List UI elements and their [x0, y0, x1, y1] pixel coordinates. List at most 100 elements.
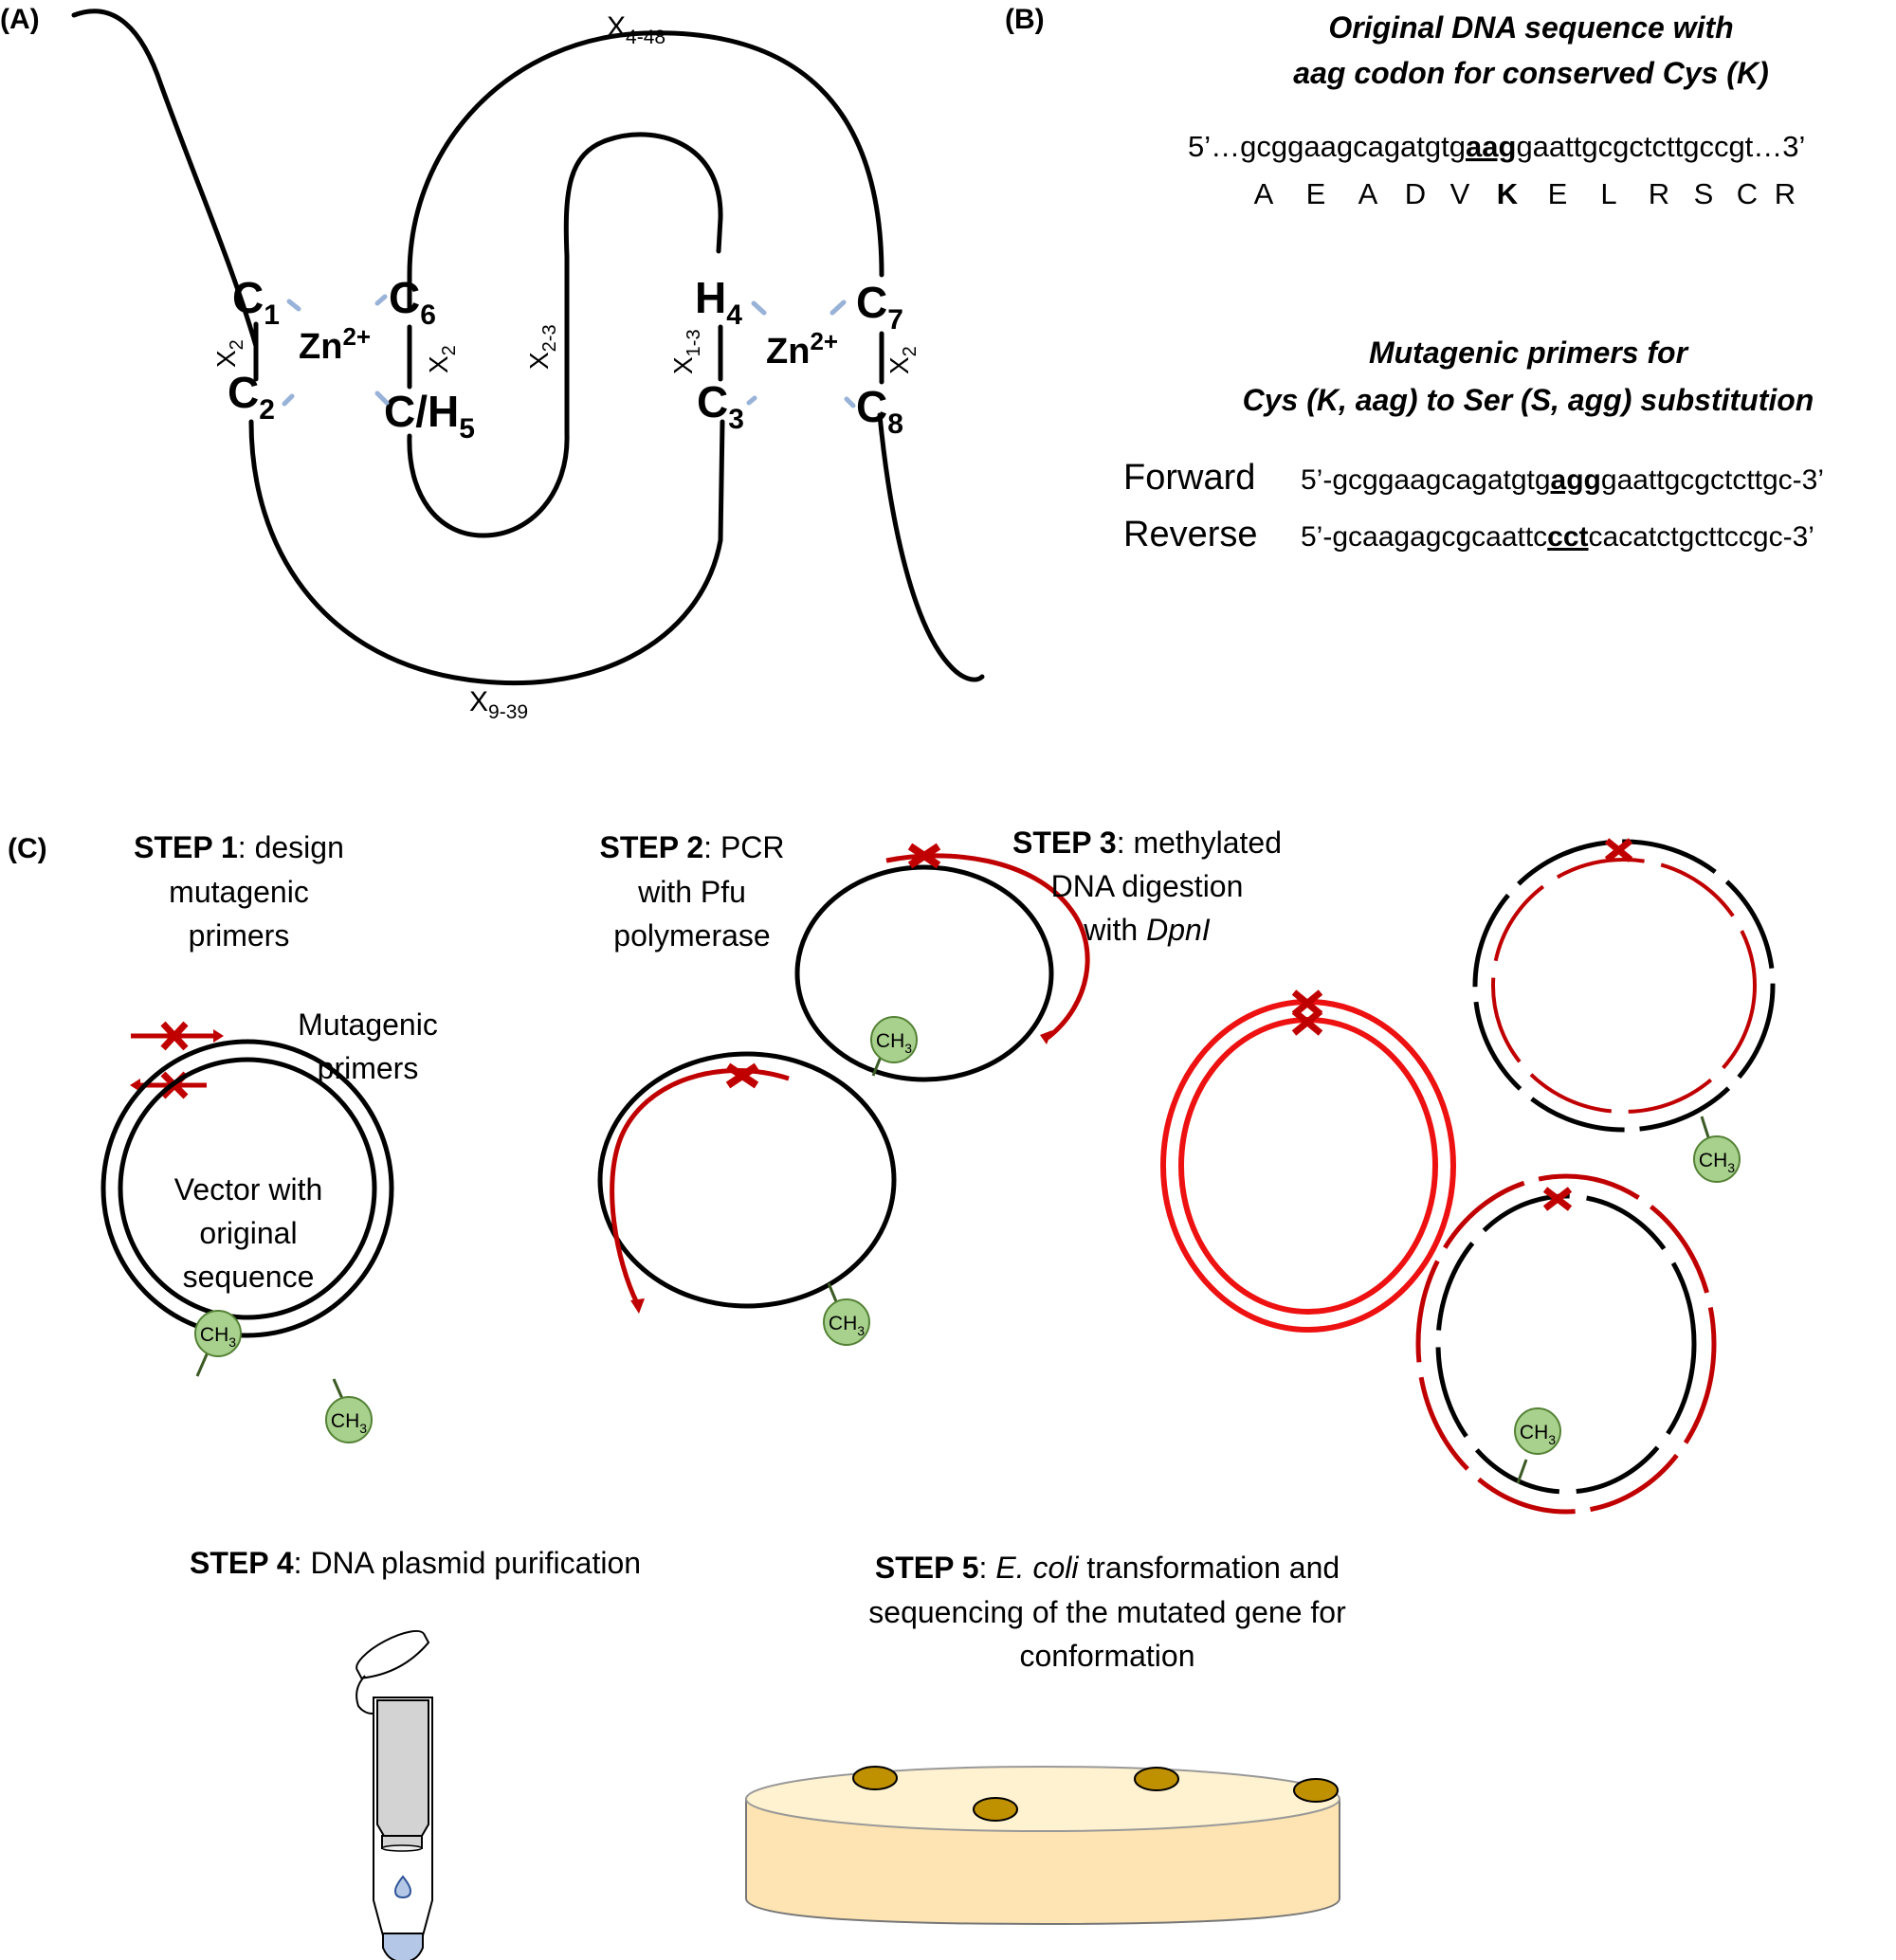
step-4: STEP 4: DNA plasmid purification: [190, 1546, 641, 1960]
spacer-x2-right: X2: [884, 346, 921, 374]
panel-b-label: (B): [1005, 4, 1045, 35]
colony-icon: [852, 1766, 898, 1790]
panel-a-label: (A): [0, 4, 40, 35]
step-4-title: STEP 4: DNA plasmid purification: [190, 1546, 641, 1580]
colony-icon: [973, 1797, 1018, 1822]
digested-template-inner: [1435, 1193, 1697, 1495]
residue-c3: C3: [697, 377, 744, 435]
vector-label-2: original: [199, 1216, 297, 1250]
svg-text:CH3: CH3: [1520, 1422, 1556, 1447]
methyl-group-icon: CH3: [194, 1310, 242, 1377]
svg-text:C3: C3: [697, 377, 744, 435]
spacer-x2-3: X2-3: [524, 324, 560, 370]
svg-text:X2: X2: [424, 345, 460, 373]
vector-label-3: sequence: [183, 1260, 315, 1294]
hairpin-x2-3: [407, 132, 723, 538]
residue-c8: C8: [856, 382, 903, 440]
amino-acid: C: [1737, 177, 1758, 210]
spacer-x2-middle: X2: [424, 345, 460, 373]
svg-text:X2: X2: [884, 346, 921, 374]
panel-c-label: (C): [8, 833, 47, 864]
step-3-line-3: with DpnI: [1083, 913, 1211, 947]
mutation-mark-icon: [1542, 1187, 1573, 1211]
step-2: STEP 2: PCR with Pfu polymerase CH3 CH3: [597, 830, 1090, 1346]
step-2-line-3: polymerase: [613, 918, 770, 953]
original-dna-sequence: 5’…gcggaagcagatgtgaaggaattgcgctcttgccgt……: [1188, 130, 1805, 163]
template-plasmid-top: [794, 864, 1054, 1082]
svg-text:C8: C8: [856, 382, 903, 440]
svg-text:C2: C2: [228, 368, 275, 426]
forward-mutant-codon: agg: [1551, 464, 1601, 496]
reverse-primer-sequence: 5’-gcaagagcgcaattccctcacatctgcttccgc-3’: [1301, 521, 1814, 553]
amino-acid: E: [1548, 177, 1568, 210]
template-plasmid-bottom: [597, 1051, 897, 1309]
new-strand-arc-bottom: [610, 1068, 790, 1305]
svg-text:CH3: CH3: [829, 1313, 865, 1338]
spacer-x9-39: X9-39: [469, 686, 528, 723]
vector-outer-strand: [100, 1039, 394, 1338]
panel-c: (C) STEP 1: design mutagenic primers Mut…: [8, 826, 1776, 1960]
forward-primer-sequence: 5’-gcggaagcagatgtgagggaattgcgctcttgc-3’: [1301, 464, 1824, 496]
reverse-primer-label: Reverse: [1123, 515, 1258, 554]
svg-text:C1: C1: [232, 273, 280, 331]
vector-inner-strand: [118, 1057, 377, 1320]
svg-text:CH3: CH3: [1699, 1150, 1735, 1175]
svg-text:H4: H4: [695, 273, 742, 331]
step-5-line-2: sequencing of the mutated gene for: [868, 1595, 1346, 1629]
backbone-n-terminus: [71, 9, 259, 349]
digested-template-outer: [1472, 839, 1776, 1133]
original-seq-title-1: Original DNA sequence with: [1328, 10, 1733, 45]
residue-c7: C7: [856, 278, 903, 336]
mutated-plasmid-outer-strand: [1160, 999, 1456, 1333]
forward-primer-label: Forward: [1123, 458, 1255, 498]
amino-acid: R: [1775, 177, 1796, 210]
svg-text:CH3: CH3: [331, 1410, 367, 1436]
vector-label-1: Vector with: [174, 1172, 323, 1207]
step-3-title: STEP 3: methylated: [1012, 826, 1282, 860]
panel-a: (A) C1 C2 C6 C/H5 H4 C3 C7 C8 Zn2+ Zn2+: [0, 4, 985, 723]
primers-legend-line-1: Mutagenic: [298, 1007, 438, 1042]
spacer-x4-48: X4-48: [607, 11, 665, 48]
svg-text:CH3: CH3: [200, 1324, 236, 1350]
svg-text:X1-3: X1-3: [668, 329, 704, 374]
zinc-coordination-bonds: [282, 294, 856, 408]
methyl-group-icon: CH3: [1693, 1116, 1741, 1183]
loop-x9-39: [248, 419, 725, 686]
zinc-ion-1: Zn2+: [299, 322, 371, 367]
step-2-title: STEP 2: PCR: [599, 830, 784, 864]
colony-icon: [1293, 1778, 1339, 1803]
step-3-line-2: DNA digestion: [1051, 869, 1244, 903]
methyl-group-icon: CH3: [1514, 1407, 1561, 1484]
step-1-line-2: mutagenic: [169, 875, 309, 909]
amino-acid: K: [1497, 177, 1519, 210]
step-5: STEP 5: E. coli transformation and seque…: [745, 1551, 1346, 1926]
svg-text:CH3: CH3: [876, 1030, 912, 1056]
residue-c1: C1: [232, 273, 280, 331]
original-seq-title-2: aag codon for conserved Cys (K): [1293, 56, 1768, 90]
reverse-mutant-codon: cct: [1547, 521, 1588, 553]
primers-title-1: Mutagenic primers for: [1369, 336, 1689, 370]
amino-acid: D: [1405, 177, 1426, 210]
mutation-mark-icon: [1291, 989, 1323, 1036]
digested-new-strand-outer: [1415, 1173, 1717, 1515]
amino-acid: L: [1600, 177, 1616, 210]
svg-text:X4-48: X4-48: [607, 11, 665, 48]
methyl-group-icon: CH3: [325, 1378, 373, 1443]
svg-text:Zn2+: Zn2+: [766, 327, 838, 372]
colony-icon: [1134, 1767, 1179, 1791]
step-1-line-3: primers: [189, 918, 290, 953]
zinc-ion-2: Zn2+: [766, 327, 838, 372]
step-1: STEP 1: design mutagenic primers Mutagen…: [100, 830, 438, 1443]
residue-h4: H4: [695, 273, 742, 331]
primers-legend-line-2: primers: [318, 1051, 419, 1085]
spacer-x1-3: X1-3: [668, 329, 704, 374]
spacer-x2-left: X2: [211, 339, 247, 368]
step-5-title: STEP 5: E. coli transformation and: [875, 1551, 1340, 1585]
digested-new-strand-inner: [1491, 858, 1757, 1114]
methyl-group-icon: CH3: [823, 1282, 870, 1346]
residue-c6: C6: [389, 273, 436, 331]
svg-text:X2-3: X2-3: [524, 324, 560, 370]
amino-acid: V: [1450, 177, 1470, 210]
